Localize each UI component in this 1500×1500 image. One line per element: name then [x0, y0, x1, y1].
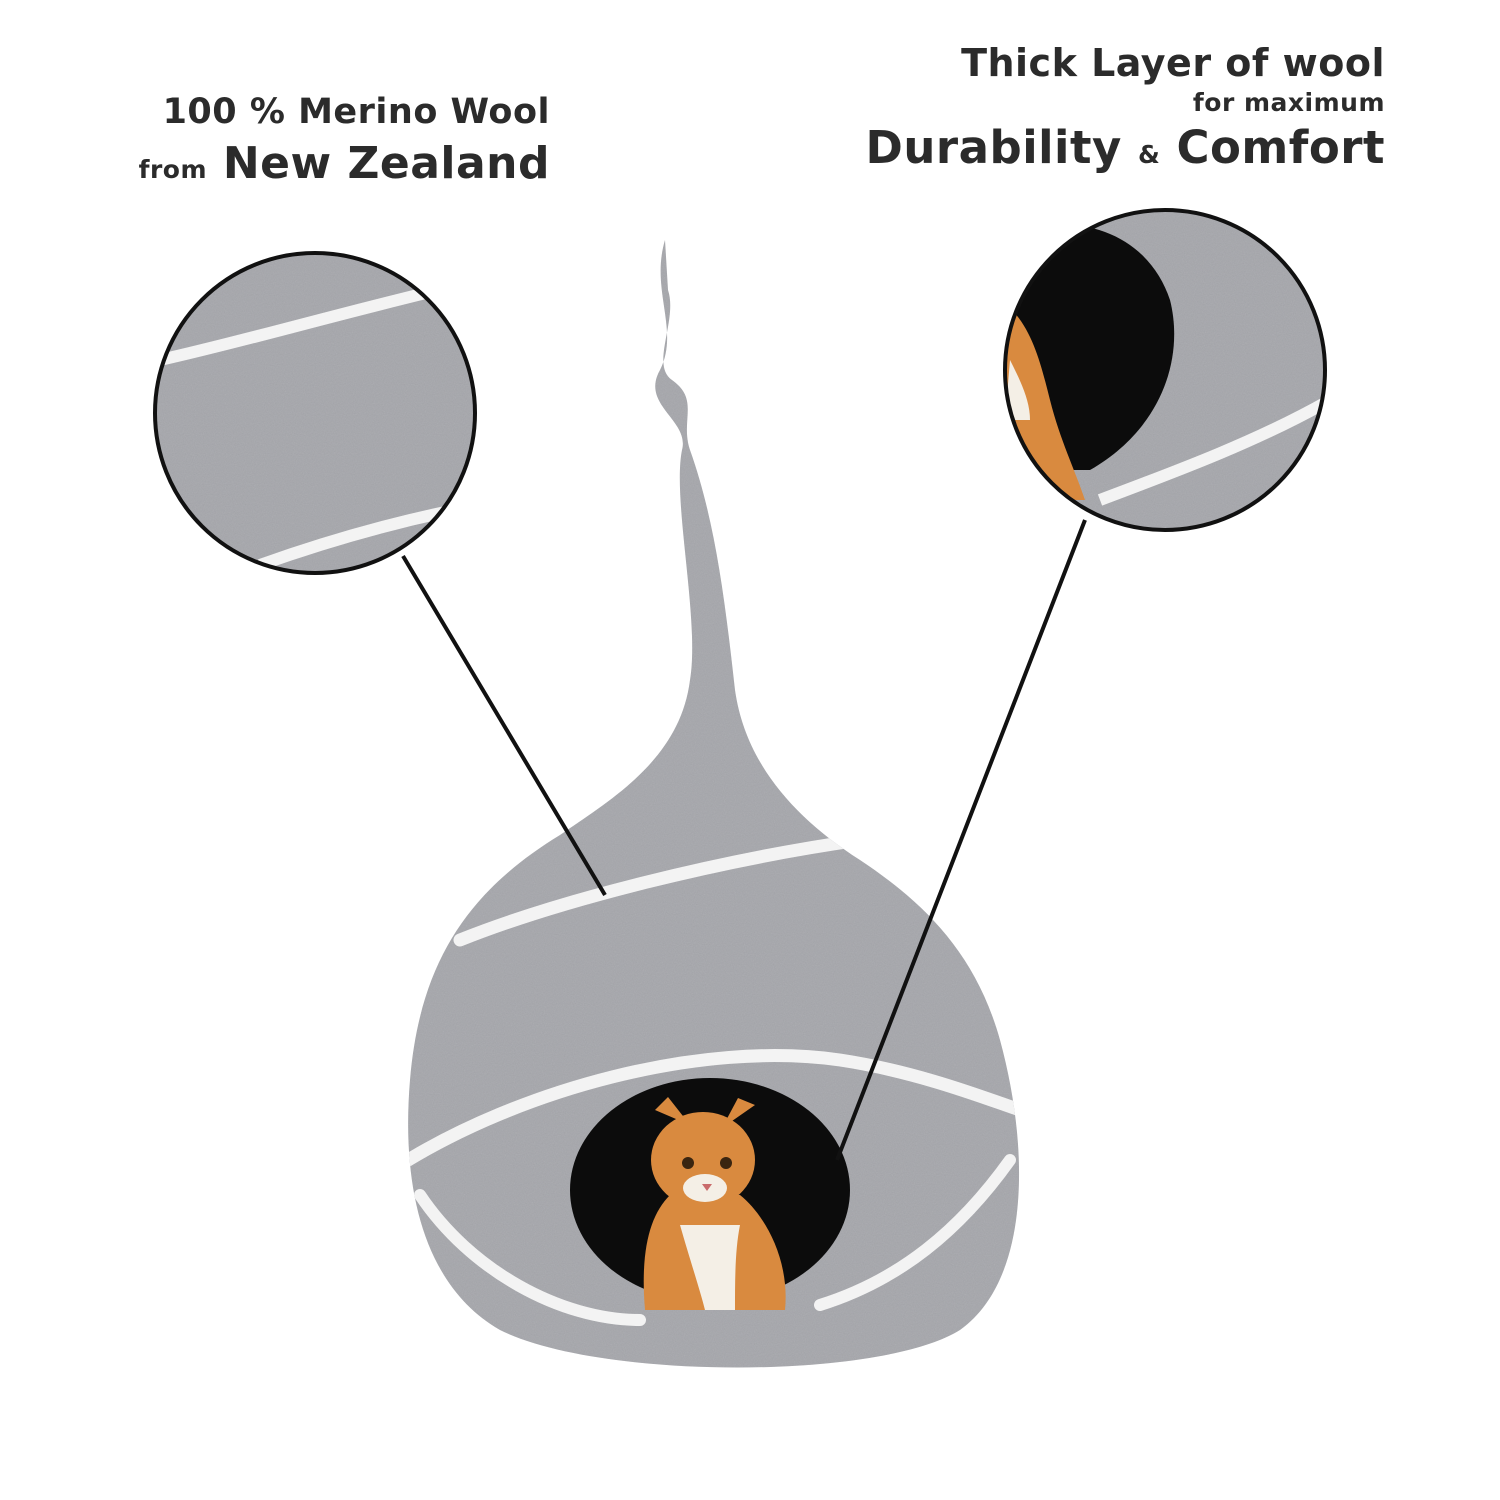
caption-right-comfort: Comfort: [1176, 121, 1385, 174]
caption-right-line3: Durability & Comfort: [765, 120, 1385, 183]
caption-right-amp: &: [1137, 140, 1161, 169]
caption-left-line1: 100 % Merino Wool: [162, 92, 550, 132]
callout-line-left: [401, 554, 607, 897]
caption-right-durability: Durability: [865, 121, 1122, 174]
cat-illustration: [643, 1097, 786, 1310]
caption-merino-wool: 100 % Merino Wool from New Zealand: [30, 88, 550, 198]
zoom-circle-texture: [153, 251, 477, 575]
caption-thick-layer: Thick Layer of wool for maximum Durabili…: [765, 40, 1385, 183]
callout-line-right: [835, 519, 1087, 1161]
caption-right-line2: for maximum: [1192, 88, 1385, 117]
caption-left-emphasis: New Zealand: [222, 138, 550, 189]
caption-left-line2: from New Zealand: [30, 136, 550, 198]
caption-right-line1: Thick Layer of wool: [961, 41, 1385, 85]
zoom-circle-opening: [1003, 208, 1327, 532]
caption-left-prefix: from: [138, 155, 207, 184]
cave-opening: [570, 1078, 850, 1310]
